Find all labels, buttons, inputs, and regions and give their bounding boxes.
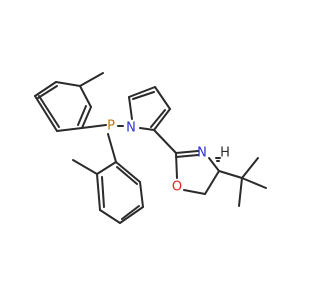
- bond: [34, 81, 57, 97]
- molecule-diagram: P N N O H: [34, 72, 267, 224]
- bond: [55, 81, 81, 87]
- bond: [139, 181, 144, 208]
- bond: [79, 72, 104, 87]
- bond: [119, 206, 144, 224]
- bond: [79, 85, 92, 108]
- bond: [139, 127, 155, 131]
- bond: [153, 108, 171, 131]
- atom-labels: P N N O H: [107, 119, 230, 195]
- bond: [96, 161, 117, 175]
- bond: [175, 152, 178, 179]
- bond: [128, 96, 133, 120]
- bond: [81, 124, 107, 129]
- phosphorus-atom-label: P: [107, 119, 115, 134]
- bond: [96, 173, 101, 211]
- bond: [128, 86, 156, 98]
- bond: [241, 157, 259, 179]
- bond: [116, 166, 138, 185]
- stereocenter-hydrogen-label: H: [220, 146, 230, 161]
- bond: [218, 170, 243, 179]
- bond: [121, 205, 140, 220]
- bond: [34, 95, 58, 132]
- bond: [132, 91, 155, 100]
- bond: [238, 177, 243, 207]
- bond: [241, 177, 267, 189]
- bond: [183, 189, 206, 195]
- bond: [99, 209, 121, 224]
- bond: [56, 127, 83, 132]
- oxazoline-oxygen-label: O: [172, 180, 182, 195]
- bond-layer: [34, 72, 267, 224]
- bond: [153, 129, 177, 154]
- bond: [72, 159, 98, 175]
- bond: [107, 133, 117, 163]
- bond: [37, 85, 58, 99]
- bond: [115, 161, 141, 183]
- bond: [175, 154, 199, 158]
- bond: [204, 170, 220, 195]
- bond: [154, 86, 171, 110]
- bond: [101, 176, 105, 208]
- oxazoline-nitrogen-label: N: [197, 146, 207, 161]
- bond: [150, 109, 166, 128]
- bond: [81, 106, 92, 129]
- bond: [77, 105, 87, 126]
- bond: [38, 95, 60, 128]
- bond: [208, 157, 220, 172]
- structure-canvas: P N N O H: [34, 72, 267, 224]
- bond: [175, 150, 199, 154]
- pyrrole-nitrogen-label: N: [126, 121, 136, 136]
